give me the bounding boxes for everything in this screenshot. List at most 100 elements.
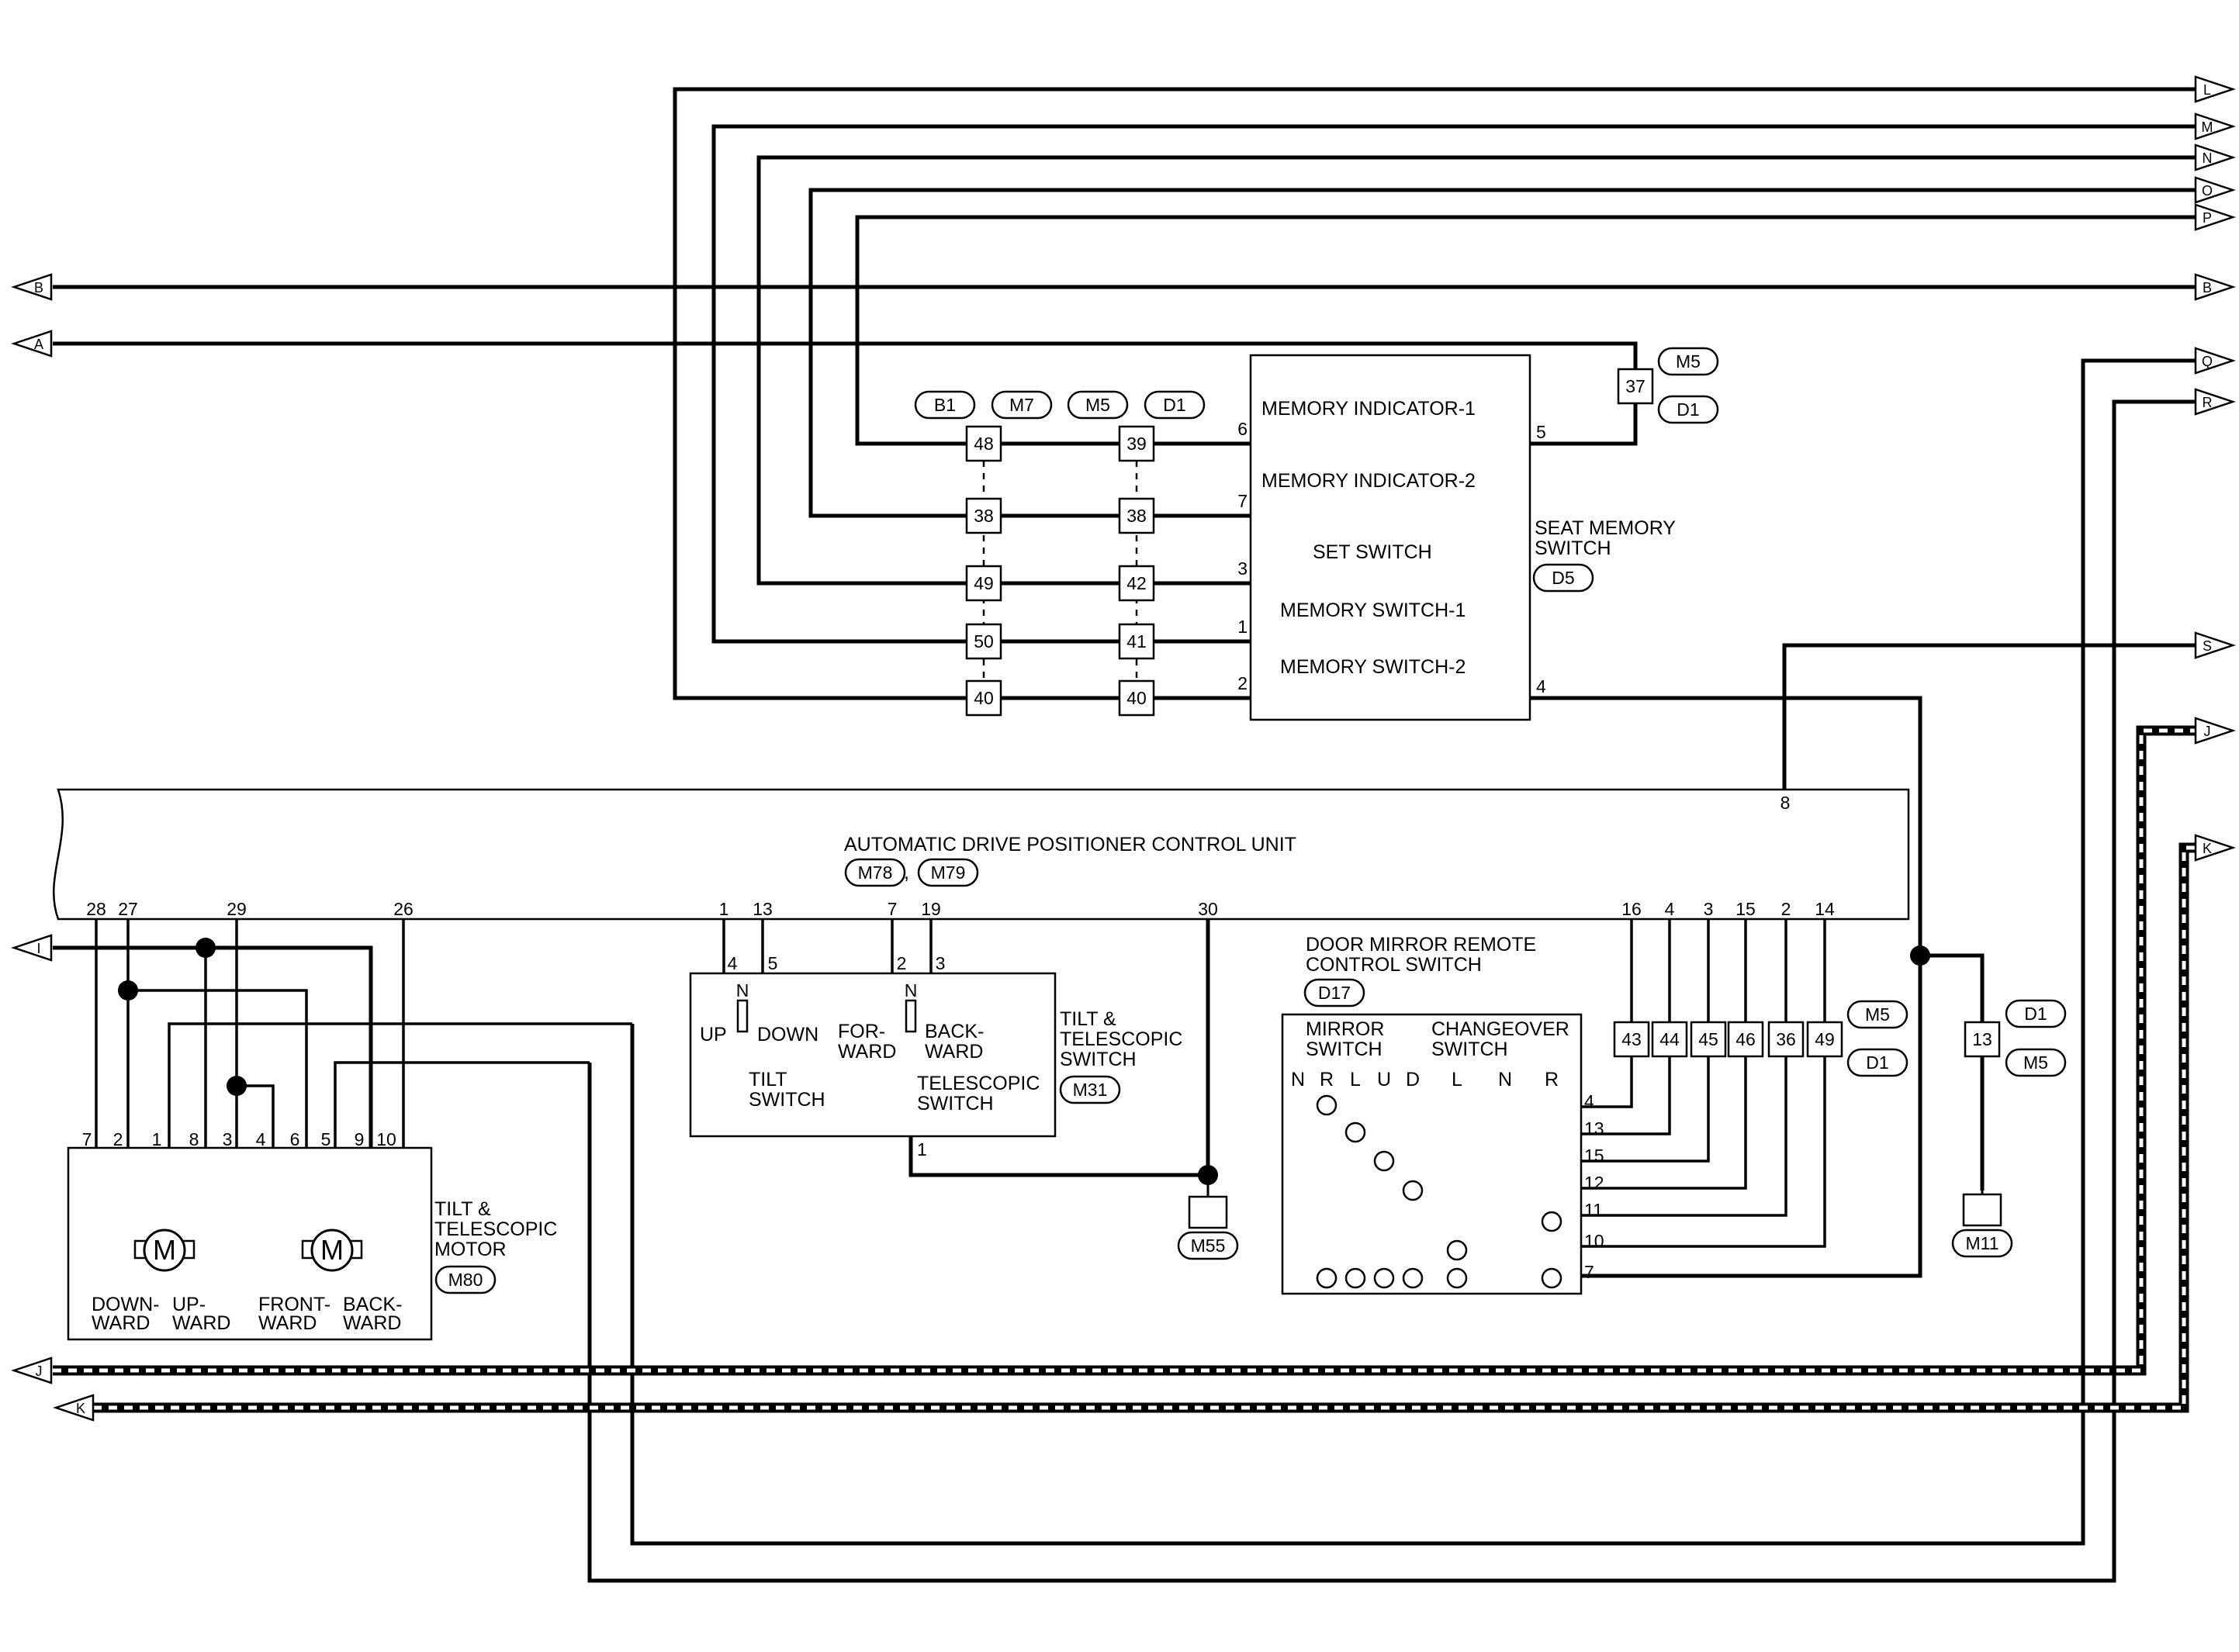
junction-pin-left [965, 623, 1002, 660]
junction-pin-left [965, 565, 1002, 602]
motor-pin: 10 [376, 1129, 396, 1149]
tilt-switch-title: TILT & [1060, 1008, 1116, 1030]
junction-connector-tag [914, 390, 976, 420]
unit-pin: 27 [118, 899, 138, 919]
seat-memory-title: SWITCH [1535, 537, 1611, 559]
junction-connector-tag [1144, 390, 1206, 420]
tilt-switch-box [689, 972, 1057, 1138]
tilt-switch-pin: 4 [728, 953, 738, 973]
pin-box-37-label: 37 [1625, 376, 1646, 396]
mirror-connector-label: D17 [1318, 983, 1351, 1003]
junction-pin-left [965, 425, 1002, 462]
offpage-right-J-label: J [2204, 724, 2211, 739]
mirror-connector [1303, 978, 1365, 1007]
set-switch-label: SET SWITCH [1313, 541, 1432, 563]
offpage-right-L-label: L [2203, 82, 2211, 98]
mirror-row-pin: 12 [1584, 1173, 1604, 1193]
tilt-switch-pin: 5 [768, 953, 778, 973]
offpage-right-S [2194, 631, 2236, 659]
junction-pin-right [1118, 425, 1155, 462]
motor-pin: 7 [82, 1129, 92, 1149]
mirror-jc-tag-label: M5 [1865, 1004, 1890, 1025]
mirror-header: MIRROR [1306, 1018, 1384, 1040]
junction-pin-left-label: 38 [974, 506, 994, 526]
bus-wire-P [855, 215, 2196, 446]
jc13-tag-label: M5 [2023, 1052, 2048, 1073]
offpage-right-L [2194, 75, 2236, 103]
jc37-tag [1657, 395, 1719, 424]
unit-pin: 7 [888, 899, 898, 919]
offpage-left-I [11, 934, 53, 962]
offpage-right-R [2194, 388, 2236, 416]
motor-frontward: WARD [258, 1312, 317, 1334]
junction-pin-right-label: 42 [1126, 573, 1147, 593]
seat-memory-pin: 2 [1237, 673, 1248, 693]
offpage-left-J-label: J [36, 1363, 43, 1379]
motor-backward: WARD [343, 1312, 401, 1334]
tilt-switch-title: SWITCH [1060, 1049, 1137, 1070]
tilt-switch-title: TELESCOPIC [1060, 1028, 1182, 1050]
wire-mirror-pin [1581, 1056, 1787, 1217]
mirror-jc-tag-label: D1 [1866, 1052, 1888, 1073]
connector-separator: , [904, 862, 909, 883]
telescopic-forward: FOR- [838, 1021, 885, 1042]
junction-pin-right [1118, 565, 1155, 602]
seat-memory-connector-label: D5 [1552, 568, 1574, 588]
offpage-left-A-label: A [34, 337, 43, 352]
unit-pin: 4 [1665, 899, 1675, 919]
wire [128, 989, 308, 1210]
memory-switch-1-label: MEMORY SWITCH-1 [1280, 600, 1466, 621]
mirror-col: D [1406, 1069, 1420, 1090]
junction-pin-right [1118, 623, 1155, 660]
mirror-contact-d [1402, 1267, 1424, 1289]
wire-to-m11 [1920, 953, 1985, 1191]
junction-connector-tag-label: B1 [934, 395, 956, 415]
unit-pin: 30 [1198, 899, 1218, 919]
mirror-junction-pin [1690, 1021, 1727, 1058]
mirror-junction-pin-label: 49 [1815, 1029, 1835, 1049]
mirror-jc-tag [1846, 1048, 1909, 1077]
component-boxes [11, 75, 2236, 1422]
control-unit-box [52, 788, 1910, 921]
changeover-header: SWITCH [1431, 1039, 1508, 1060]
motor-backward: BACK- [343, 1294, 402, 1315]
ground-tag-label: M55 [1191, 1236, 1226, 1256]
mirror-junction-pin-label: 36 [1776, 1029, 1796, 1049]
tilt-switch-pin: 2 [897, 953, 907, 973]
tilt-lever [736, 999, 749, 1033]
motor-pin: 6 [290, 1129, 300, 1149]
ground-tag [1951, 1229, 2013, 1258]
junction-pin-left-label: 40 [974, 688, 994, 708]
motor-frontward: FRONT- [258, 1294, 330, 1315]
unit-pin: 8 [1780, 793, 1791, 813]
mirror-junction-pin-label: 45 [1698, 1029, 1718, 1049]
unit-pin: 15 [1735, 899, 1756, 919]
junction-pin-right-label: 40 [1126, 688, 1147, 708]
seat-memory-pin: 7 [1237, 491, 1248, 511]
mirror-row-pin: 10 [1584, 1231, 1604, 1251]
offpage-right-N [2194, 143, 2236, 171]
mirror-junction-pin-label: 44 [1659, 1029, 1680, 1049]
tilt-switch-label: SWITCH [749, 1089, 825, 1111]
telescopic-backward: WARD [925, 1041, 983, 1063]
jc37-tag-label: D1 [1677, 399, 1699, 420]
pin-box-37 [1617, 368, 1654, 405]
junction-pin-left-label: 50 [974, 631, 994, 651]
telescopic-motor-symbol [310, 1229, 354, 1272]
offpage-right-J [2194, 717, 2236, 745]
unit-pin: 2 [1781, 899, 1791, 919]
mirror-col: L [1350, 1069, 1361, 1090]
tilt-motor-symbol [143, 1229, 186, 1272]
mirror-row-pin: 11 [1584, 1200, 1603, 1220]
junction-pin-right-label: 41 [1126, 631, 1147, 651]
unit-pin: 16 [1621, 899, 1642, 919]
junction-connector-tag [991, 390, 1053, 420]
mirror-header: SWITCH [1306, 1039, 1383, 1060]
motor-pin: 4 [256, 1129, 266, 1149]
offpage-right-B-label: B [2203, 280, 2212, 295]
wire-mirror-7 [1406, 696, 1922, 1278]
offpage-right-B [2194, 273, 2236, 301]
control-unit-connector-label: M78 [858, 862, 893, 883]
jc37-tag-label: M5 [1676, 351, 1701, 372]
offpage-right-Q-label: Q [2202, 354, 2213, 369]
